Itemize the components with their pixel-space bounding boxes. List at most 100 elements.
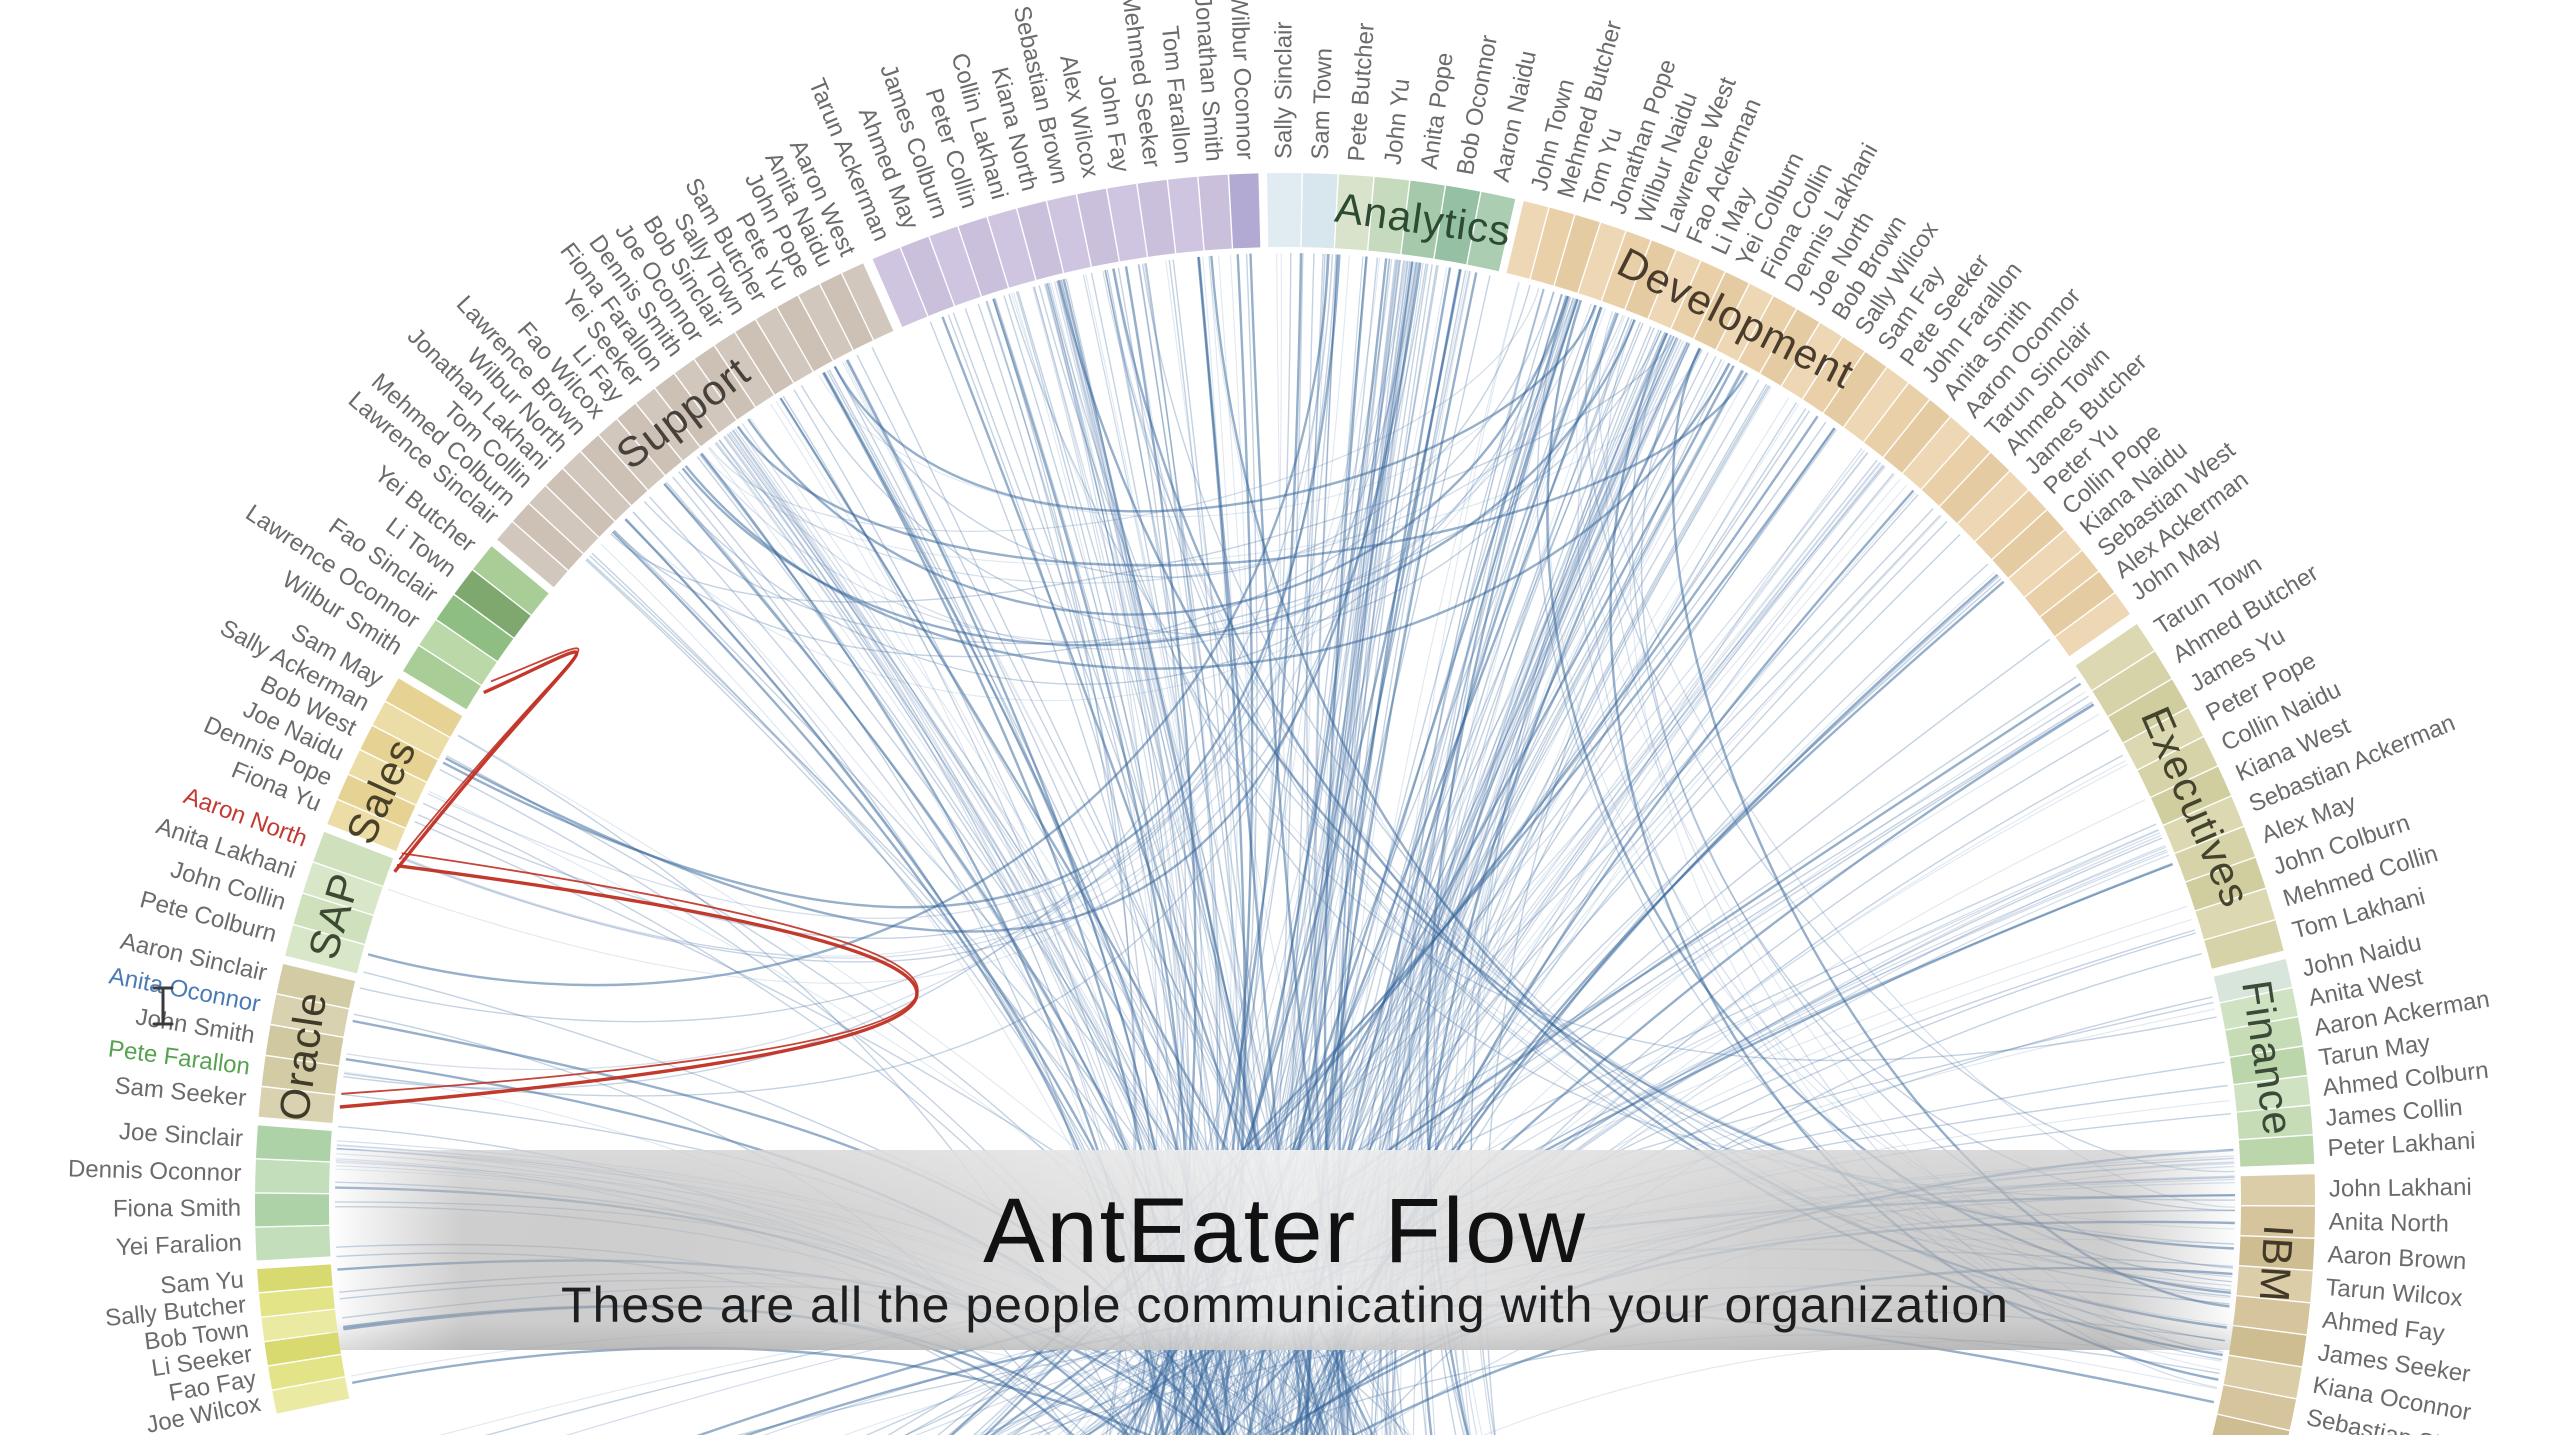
person-label[interactable]: Joe Sinclair [118,1118,243,1152]
member-arc-group-bottom-left-outer[interactable] [272,1377,350,1414]
member-arc-development[interactable] [2008,530,2082,597]
member-arc-finance[interactable] [2219,988,2298,1030]
member-arc-development[interactable] [1694,272,1749,350]
member-arc-finance[interactable] [2233,1076,2311,1112]
member-arc-executives[interactable] [2108,679,2188,743]
member-arc-analytics[interactable] [1368,176,1410,254]
person-label[interactable]: Sally Sinclair [1270,22,1297,159]
member-arc-executives[interactable] [2137,737,2218,797]
member-arc-development[interactable] [2055,593,2130,657]
person-label[interactable]: Dennis Oconnor [68,1155,242,1187]
member-arc-sales[interactable] [360,726,438,782]
member-arc-oracle[interactable] [258,1087,336,1124]
member-arc-ibm[interactable] [2236,1266,2313,1303]
member-arc-sap[interactable] [313,831,394,886]
member-arc-group-top-left[interactable] [987,208,1036,288]
member-arc-group-bottom-left-inner[interactable] [255,1193,330,1227]
member-arc-support[interactable] [820,273,873,350]
member-arc-development[interactable] [1823,352,1887,427]
person-label[interactable]: Yei Faralion [115,1229,242,1261]
member-arc-development[interactable] [1738,296,1796,373]
member-arc-ibm[interactable] [2228,1326,2307,1367]
member-arc-support[interactable] [546,468,615,537]
member-arc-group-top-left[interactable] [1107,183,1147,262]
member-arc-ibm[interactable] [2240,1206,2315,1238]
person-label[interactable]: John Yu [1380,77,1416,166]
member-arc-executives[interactable] [2163,796,2244,853]
member-arc-ibm[interactable] [2210,1414,2290,1435]
member-arc-development[interactable] [1716,283,1773,361]
member-arc-support[interactable] [581,435,648,506]
member-arc-sap[interactable] [293,893,374,944]
member-arc-development[interactable] [1530,207,1575,286]
highlighted-chord[interactable] [398,647,580,861]
member-arc-executives[interactable] [2092,651,2172,716]
person-label[interactable]: James Collin [2324,1094,2463,1132]
member-arc-executives[interactable] [2123,708,2203,770]
member-arc-development[interactable] [1864,383,1929,457]
member-arc-development[interactable] [1760,309,1820,386]
member-arc-analytics[interactable] [1434,185,1481,265]
member-arc-support[interactable] [617,403,682,475]
member-arc-group-top-left[interactable] [1198,174,1232,251]
member-arc-support[interactable] [735,319,794,395]
member-arc-analytics[interactable] [1335,174,1374,251]
member-arc-support[interactable] [655,373,718,447]
highlighted-chord[interactable] [339,863,919,1109]
member-arc-executives[interactable] [2150,766,2231,825]
member-arc-support[interactable] [674,359,737,433]
member-arc-development[interactable] [1781,323,1842,399]
member-arc-development[interactable] [1602,231,1651,310]
member-arc-development[interactable] [1506,201,1549,279]
member-arc-group-top-left[interactable] [900,236,954,316]
member-arc-group-bottom-left-inner[interactable] [255,1159,330,1193]
member-arc-executives[interactable] [2195,888,2276,940]
person-label[interactable]: Anita Pope [1416,51,1459,171]
member-arc-oracle[interactable] [265,1025,344,1066]
member-arc-group-bottom-left-inner[interactable] [255,1125,332,1162]
member-arc-sales[interactable] [372,702,450,760]
member-arc-support[interactable] [798,284,853,361]
member-arc-sales[interactable] [327,799,406,852]
member-arc-group-bottom-left-inner[interactable] [255,1226,331,1261]
member-arc-analytics[interactable] [1267,172,1302,248]
member-arc-sales[interactable] [385,678,463,737]
member-arc-group-top-left[interactable] [1077,188,1119,267]
member-arc-support[interactable] [842,263,894,340]
member-arc-support[interactable] [513,504,583,571]
person-label[interactable]: Sam Seeker [113,1072,247,1112]
member-arc-development[interactable] [1940,452,2010,524]
member-arc-group-top-left[interactable] [1017,201,1063,280]
member-arc-finance[interactable] [2229,1046,2307,1084]
member-arc-support[interactable] [714,332,774,407]
member-arc-support[interactable] [636,388,700,461]
member-arc-group-bottom-left-outer[interactable] [258,1287,335,1317]
member-arc-ibm[interactable] [2233,1296,2311,1335]
member-arc-group-top-left[interactable] [1167,176,1204,254]
member-arc-development[interactable] [1578,222,1626,301]
member-arc-development[interactable] [2040,571,2115,637]
member-arc-group-left-mid[interactable] [436,594,514,661]
member-arc-oracle[interactable] [261,1056,339,1095]
member-arc-support[interactable] [694,345,755,420]
member-arc-development[interactable] [1844,367,1908,442]
member-arc-group-top-left[interactable] [872,247,928,327]
member-arc-group-top-left[interactable] [1137,179,1176,257]
member-arc-executives[interactable] [2185,857,2266,911]
member-arc-executives[interactable] [2204,920,2284,969]
member-arc-ibm[interactable] [2238,1236,2315,1270]
member-arc-ibm[interactable] [2240,1174,2315,1206]
member-arc-analytics[interactable] [1401,180,1445,259]
member-arc-finance[interactable] [2236,1105,2313,1140]
member-arc-ibm[interactable] [2223,1355,2302,1399]
member-arc-support[interactable] [599,419,665,490]
member-arc-development[interactable] [1802,337,1865,413]
member-arc-development[interactable] [1554,214,1600,293]
member-arc-sap[interactable] [285,925,365,974]
member-arc-sales[interactable] [337,774,416,828]
member-arc-development[interactable] [1958,471,2028,541]
person-label[interactable]: Anita North [2329,1208,2450,1237]
member-arc-executives[interactable] [2175,827,2255,882]
member-arc-development[interactable] [1671,260,1725,339]
member-arc-executives[interactable] [2075,624,2155,691]
